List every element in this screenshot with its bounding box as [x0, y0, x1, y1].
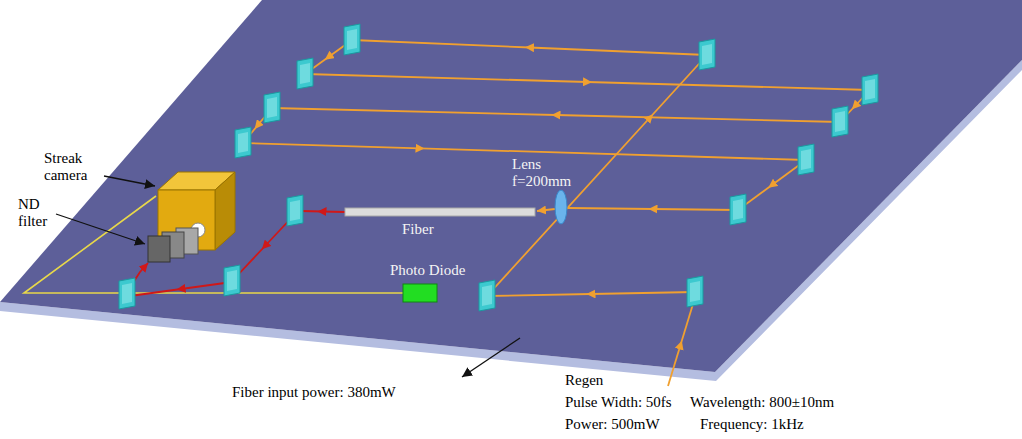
part-label: Streak camera — [44, 150, 87, 183]
mirror — [297, 58, 313, 89]
leader-arrow — [56, 214, 145, 244]
mirror — [224, 265, 240, 296]
fiber-bar — [345, 208, 535, 216]
source-label: Regen — [565, 372, 603, 389]
beam-segment — [130, 282, 232, 296]
laser-beam — [243, 40, 870, 386]
spec-label: Frequency: 1kHz — [700, 416, 804, 433]
mirror — [344, 24, 360, 55]
table-top — [0, 0, 1022, 372]
beam-segment — [301, 211, 345, 212]
photo-diode — [403, 284, 437, 302]
note-label: Fiber input power: 380mW — [232, 384, 396, 401]
mirror — [862, 74, 878, 105]
lens-symbol — [555, 190, 567, 224]
part-label: Fiber — [402, 221, 434, 238]
beam-segment — [272, 108, 840, 122]
beam-segment — [537, 209, 555, 211]
leader-arrow — [462, 338, 520, 377]
mirror — [699, 39, 715, 70]
part-label: ND filter — [18, 196, 47, 229]
mirror — [479, 280, 495, 311]
beam-segment — [668, 304, 693, 386]
beam-segment — [305, 74, 870, 90]
spec-label: Wavelength: 800±10nm — [690, 394, 834, 411]
mirror — [119, 278, 135, 309]
mirror — [730, 194, 746, 225]
beam-segment — [235, 214, 295, 278]
beam-segment — [487, 292, 695, 296]
part-label: Lens f=200mm — [512, 156, 571, 189]
beam-segment — [487, 55, 707, 296]
nd-filter-plate — [148, 236, 170, 262]
leader-arrow — [104, 176, 155, 186]
beam-segment — [352, 40, 707, 55]
mirror — [798, 144, 814, 175]
mirror — [287, 195, 303, 226]
beam-segment — [738, 160, 806, 210]
mirror — [832, 106, 848, 137]
mirror — [235, 127, 251, 158]
spec-label: Pulse Width: 50fs — [565, 394, 672, 411]
camera-side — [215, 172, 235, 250]
mirror — [264, 92, 280, 123]
part-label: Photo Diode — [390, 262, 465, 279]
spec-label: Power: 500mW — [565, 416, 660, 433]
beam-segment — [568, 208, 738, 210]
mirror — [687, 276, 703, 307]
